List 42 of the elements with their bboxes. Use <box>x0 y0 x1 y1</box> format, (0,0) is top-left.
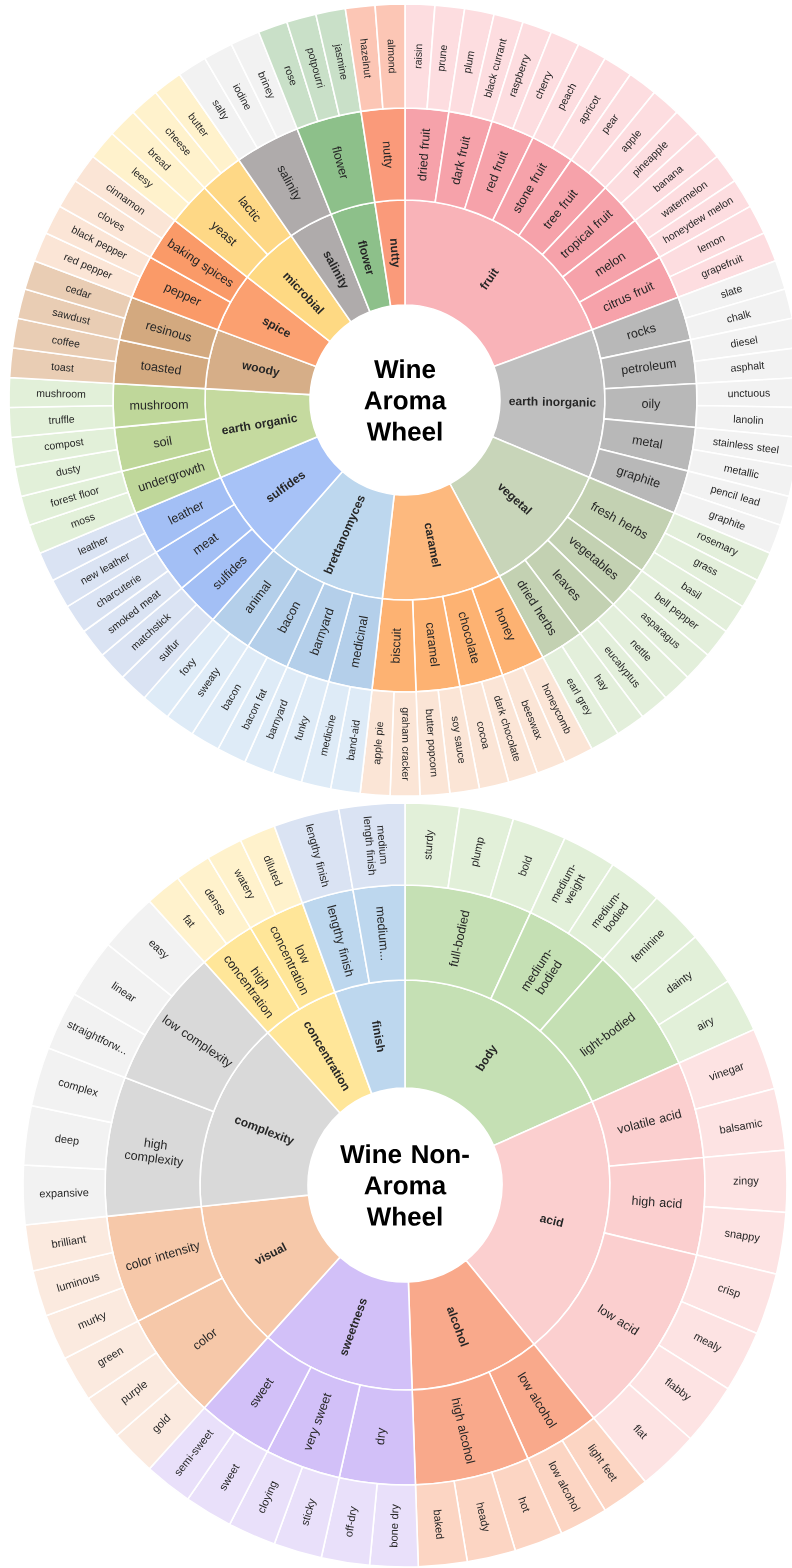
subcategory-segment: nutty <box>360 107 406 204</box>
node-label: bone dry <box>389 1504 401 1547</box>
node-label: lanolin <box>733 414 763 425</box>
descriptor-segment: off-dry <box>320 1476 378 1567</box>
node-label: zingy <box>733 1176 759 1187</box>
subcategory-segment: petroleum <box>599 338 698 390</box>
descriptor-segment: snappy <box>695 1205 787 1275</box>
subcategory-segment: dry <box>338 1384 417 1486</box>
descriptor-segment: heady <box>453 1471 517 1563</box>
node-label: baked <box>433 1509 445 1539</box>
category-segment: nutty <box>374 199 406 307</box>
node-label: vinegar <box>708 1063 743 1081</box>
descriptor-segment: crisp <box>680 1254 778 1335</box>
descriptor-segment: apple pie <box>359 689 395 797</box>
subcategory-segment: high complexity <box>104 1076 215 1218</box>
subcategory-segment: mushroom <box>112 382 207 429</box>
descriptor-segment: bone dry <box>368 1482 420 1568</box>
category-segment: earth inorganic <box>491 328 606 479</box>
descriptor-segment: truffle <box>8 404 116 439</box>
subcategory-segment: volatile acid <box>591 1062 705 1168</box>
subcategory-segment: color intensity <box>105 1205 224 1322</box>
subcategory-segment: high acid <box>603 1156 706 1256</box>
descriptor-segment: zingy <box>702 1149 788 1214</box>
subcategory-segment: biscuit <box>371 597 417 693</box>
node-label: snappy <box>724 1230 761 1244</box>
descriptor-segment: baked <box>414 1480 469 1568</box>
descriptor-segment: medium length finish <box>337 802 406 891</box>
descriptor-segment: brilliant <box>24 1215 114 1272</box>
descriptor-segment: plump <box>447 806 515 899</box>
descriptor-segment: deep <box>22 1104 113 1171</box>
node-label: sticky <box>302 1498 317 1526</box>
node-label: balsamic <box>719 1119 763 1134</box>
descriptor-segment: unctuous <box>695 376 792 409</box>
descriptor-segment: balsamic <box>694 1087 787 1159</box>
node-label: unctuous <box>728 390 770 398</box>
node-label: heady <box>476 1502 490 1532</box>
node-label: off-dry <box>345 1506 359 1537</box>
node-label: asphalt <box>731 361 765 373</box>
node-label: crisp <box>718 1285 740 1299</box>
subcategory-segment: oily <box>603 382 698 429</box>
node-label: slate <box>721 286 743 298</box>
node-label: hot <box>518 1496 530 1513</box>
